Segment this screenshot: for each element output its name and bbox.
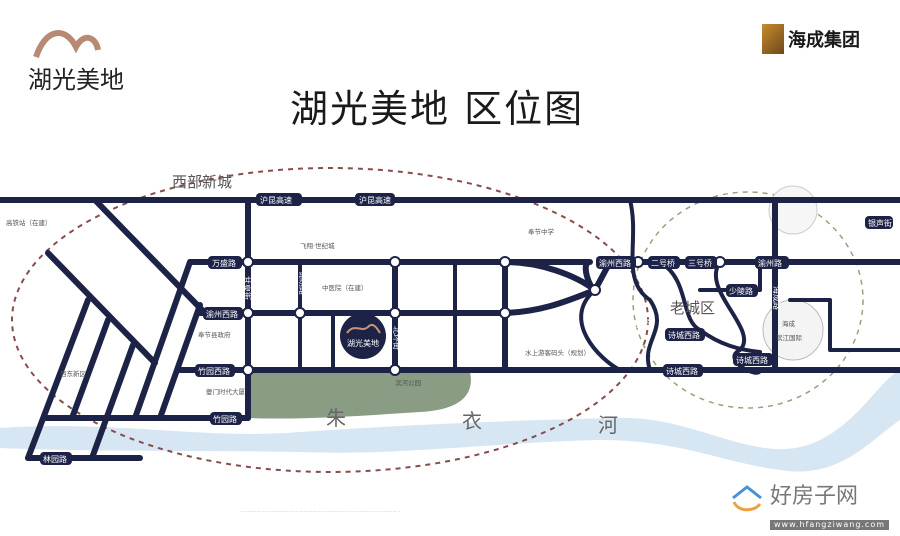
road-label: 三号桥 — [688, 258, 712, 268]
poi-label: 中医院（在建） — [322, 283, 368, 292]
watermark-url: www.hfangziwang.com — [770, 520, 890, 530]
page-title: 湖光美地 区位图 — [290, 87, 585, 131]
district-west-new-city: 西部新城 — [172, 173, 232, 191]
west-city-ring — [11, 167, 649, 473]
river-char: 朱 — [326, 406, 346, 430]
road-label: 诗城西路 — [668, 330, 700, 340]
road-label: 甘泉街 — [242, 276, 252, 300]
poi-label: 水上游客码头（规划） — [525, 348, 590, 357]
project-logo: 湖光美地 — [26, 22, 156, 94]
road-label: 工部路 — [741, 300, 764, 325]
road-label: 少陵路 — [729, 286, 753, 296]
project-logo-mark — [33, 30, 101, 59]
road-label: 渝州路 — [758, 258, 782, 268]
project-logo-text: 湖光美地 — [28, 66, 124, 94]
poi-label: 飞翔·世纪城 — [300, 241, 335, 250]
watermark-name: 好房子网 — [770, 484, 859, 509]
river-char: 河 — [598, 413, 618, 437]
river — [0, 370, 900, 472]
road-label: 锦绣路 — [298, 271, 308, 295]
old-city-ring — [632, 191, 864, 409]
road-label: 沪昆高速 — [359, 195, 391, 205]
developer-logo: 海成集团 — [762, 24, 860, 54]
watermark: 好房子网 www.hfangziwang.com — [730, 484, 890, 534]
road-label: 诗城西路 — [736, 355, 768, 365]
haicheng-label-1: 海成 — [782, 319, 796, 328]
project-name: 湖光美地 — [347, 338, 379, 348]
pois: 高铁站（在建） 飞翔·世纪城 中医院（在建） 奉节中学 奉节县政府 夔门时代大厦… — [6, 218, 590, 396]
disclaimer: ........................................… — [240, 508, 401, 513]
house-icon — [732, 485, 762, 512]
district-old-city: 老城区 — [670, 299, 715, 317]
road-label: 林园路 — [43, 454, 67, 464]
developer-logo-mark — [762, 24, 784, 54]
poi-label: 滨河公园 — [395, 378, 421, 387]
haicheng-label-2: 滨江国际 — [776, 333, 803, 342]
road-label: 北环街 — [392, 326, 402, 350]
developer-logo-text: 海成集团 — [788, 30, 860, 51]
road-label: 万盛路 — [212, 258, 236, 268]
road-label: 渝州西路 — [206, 309, 238, 319]
project-marker[interactable]: 湖光美地 — [340, 313, 386, 359]
park-area — [248, 372, 471, 419]
road-label: 银声街 — [868, 218, 892, 228]
road-labels: 沪昆高速 沪昆高速 万盛路 渝州西路 竹园西路 竹园路 林园路 渝州西路 二号桥… — [40, 193, 893, 465]
road-label: 海成路 — [772, 286, 782, 310]
road-label: 竹园路 — [213, 414, 237, 424]
poi-label: 奉节县政府 — [198, 330, 231, 339]
road-label: 竹园西路 — [198, 366, 230, 376]
road-label: 二号桥 — [651, 258, 675, 268]
poi-label: 高铁站（在建） — [6, 218, 52, 227]
poi-label: 夔门时代大厦 — [206, 387, 246, 396]
junctions — [242, 256, 726, 376]
road-label: 渝州西路 — [599, 258, 631, 268]
road-label: 诗城西路 — [666, 366, 698, 376]
river-char: 衣 — [462, 409, 482, 433]
poi-label: 奉节中学 — [528, 227, 555, 236]
road-label: 沪昆高速 — [260, 195, 292, 205]
poi-label: 西东新区 — [60, 369, 87, 378]
